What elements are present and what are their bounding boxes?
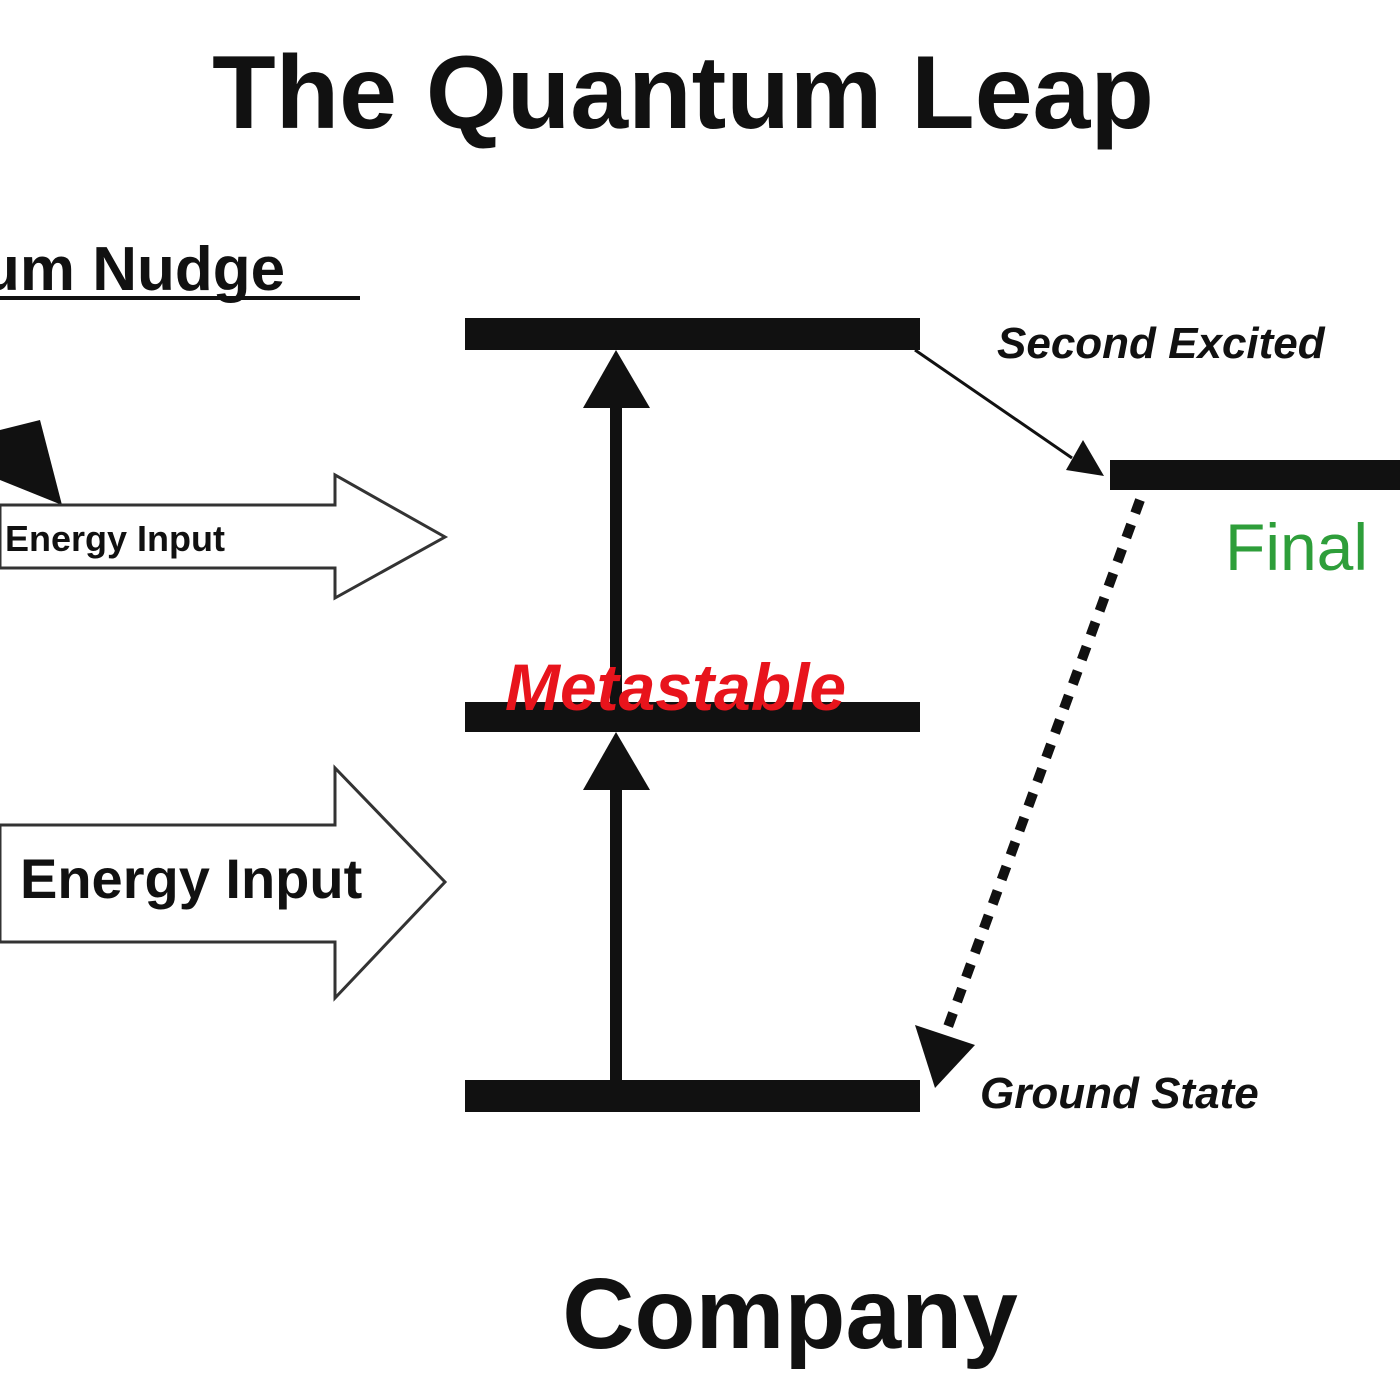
nudge-arrowhead (0, 420, 62, 505)
large-energy-arrow (0, 764, 448, 1002)
second-excited-level (465, 318, 920, 350)
small-energy-label: Energy Input (5, 518, 225, 559)
metastable-label: Metastable (505, 650, 846, 724)
nudge-underline (0, 296, 360, 300)
lower-excitation-arrowhead (583, 732, 650, 790)
decay-to-final-arrowhead (1066, 440, 1104, 476)
page-title: The Quantum Leap (212, 35, 1154, 151)
second-excited-label: Second Excited (997, 319, 1326, 368)
dotted-decay-arrowhead (915, 1025, 975, 1088)
upper-excitation-arrowhead (583, 350, 650, 408)
nudge-label: um Nudge (0, 235, 285, 304)
decay-to-final-line (914, 348, 1073, 460)
final-level (1110, 460, 1400, 490)
small-energy-arrow (0, 472, 449, 601)
metastable-level (465, 702, 920, 732)
final-label: Final (1225, 510, 1368, 584)
lower-excitation-shaft (610, 780, 622, 1082)
large-energy-label: Energy Input (20, 847, 362, 910)
ground-level (465, 1080, 920, 1112)
dotted-decay-line (940, 498, 1145, 1037)
footer-company: Company (562, 1258, 1018, 1370)
ground-state-label: Ground State (980, 1069, 1259, 1118)
upper-excitation-shaft (610, 395, 622, 710)
